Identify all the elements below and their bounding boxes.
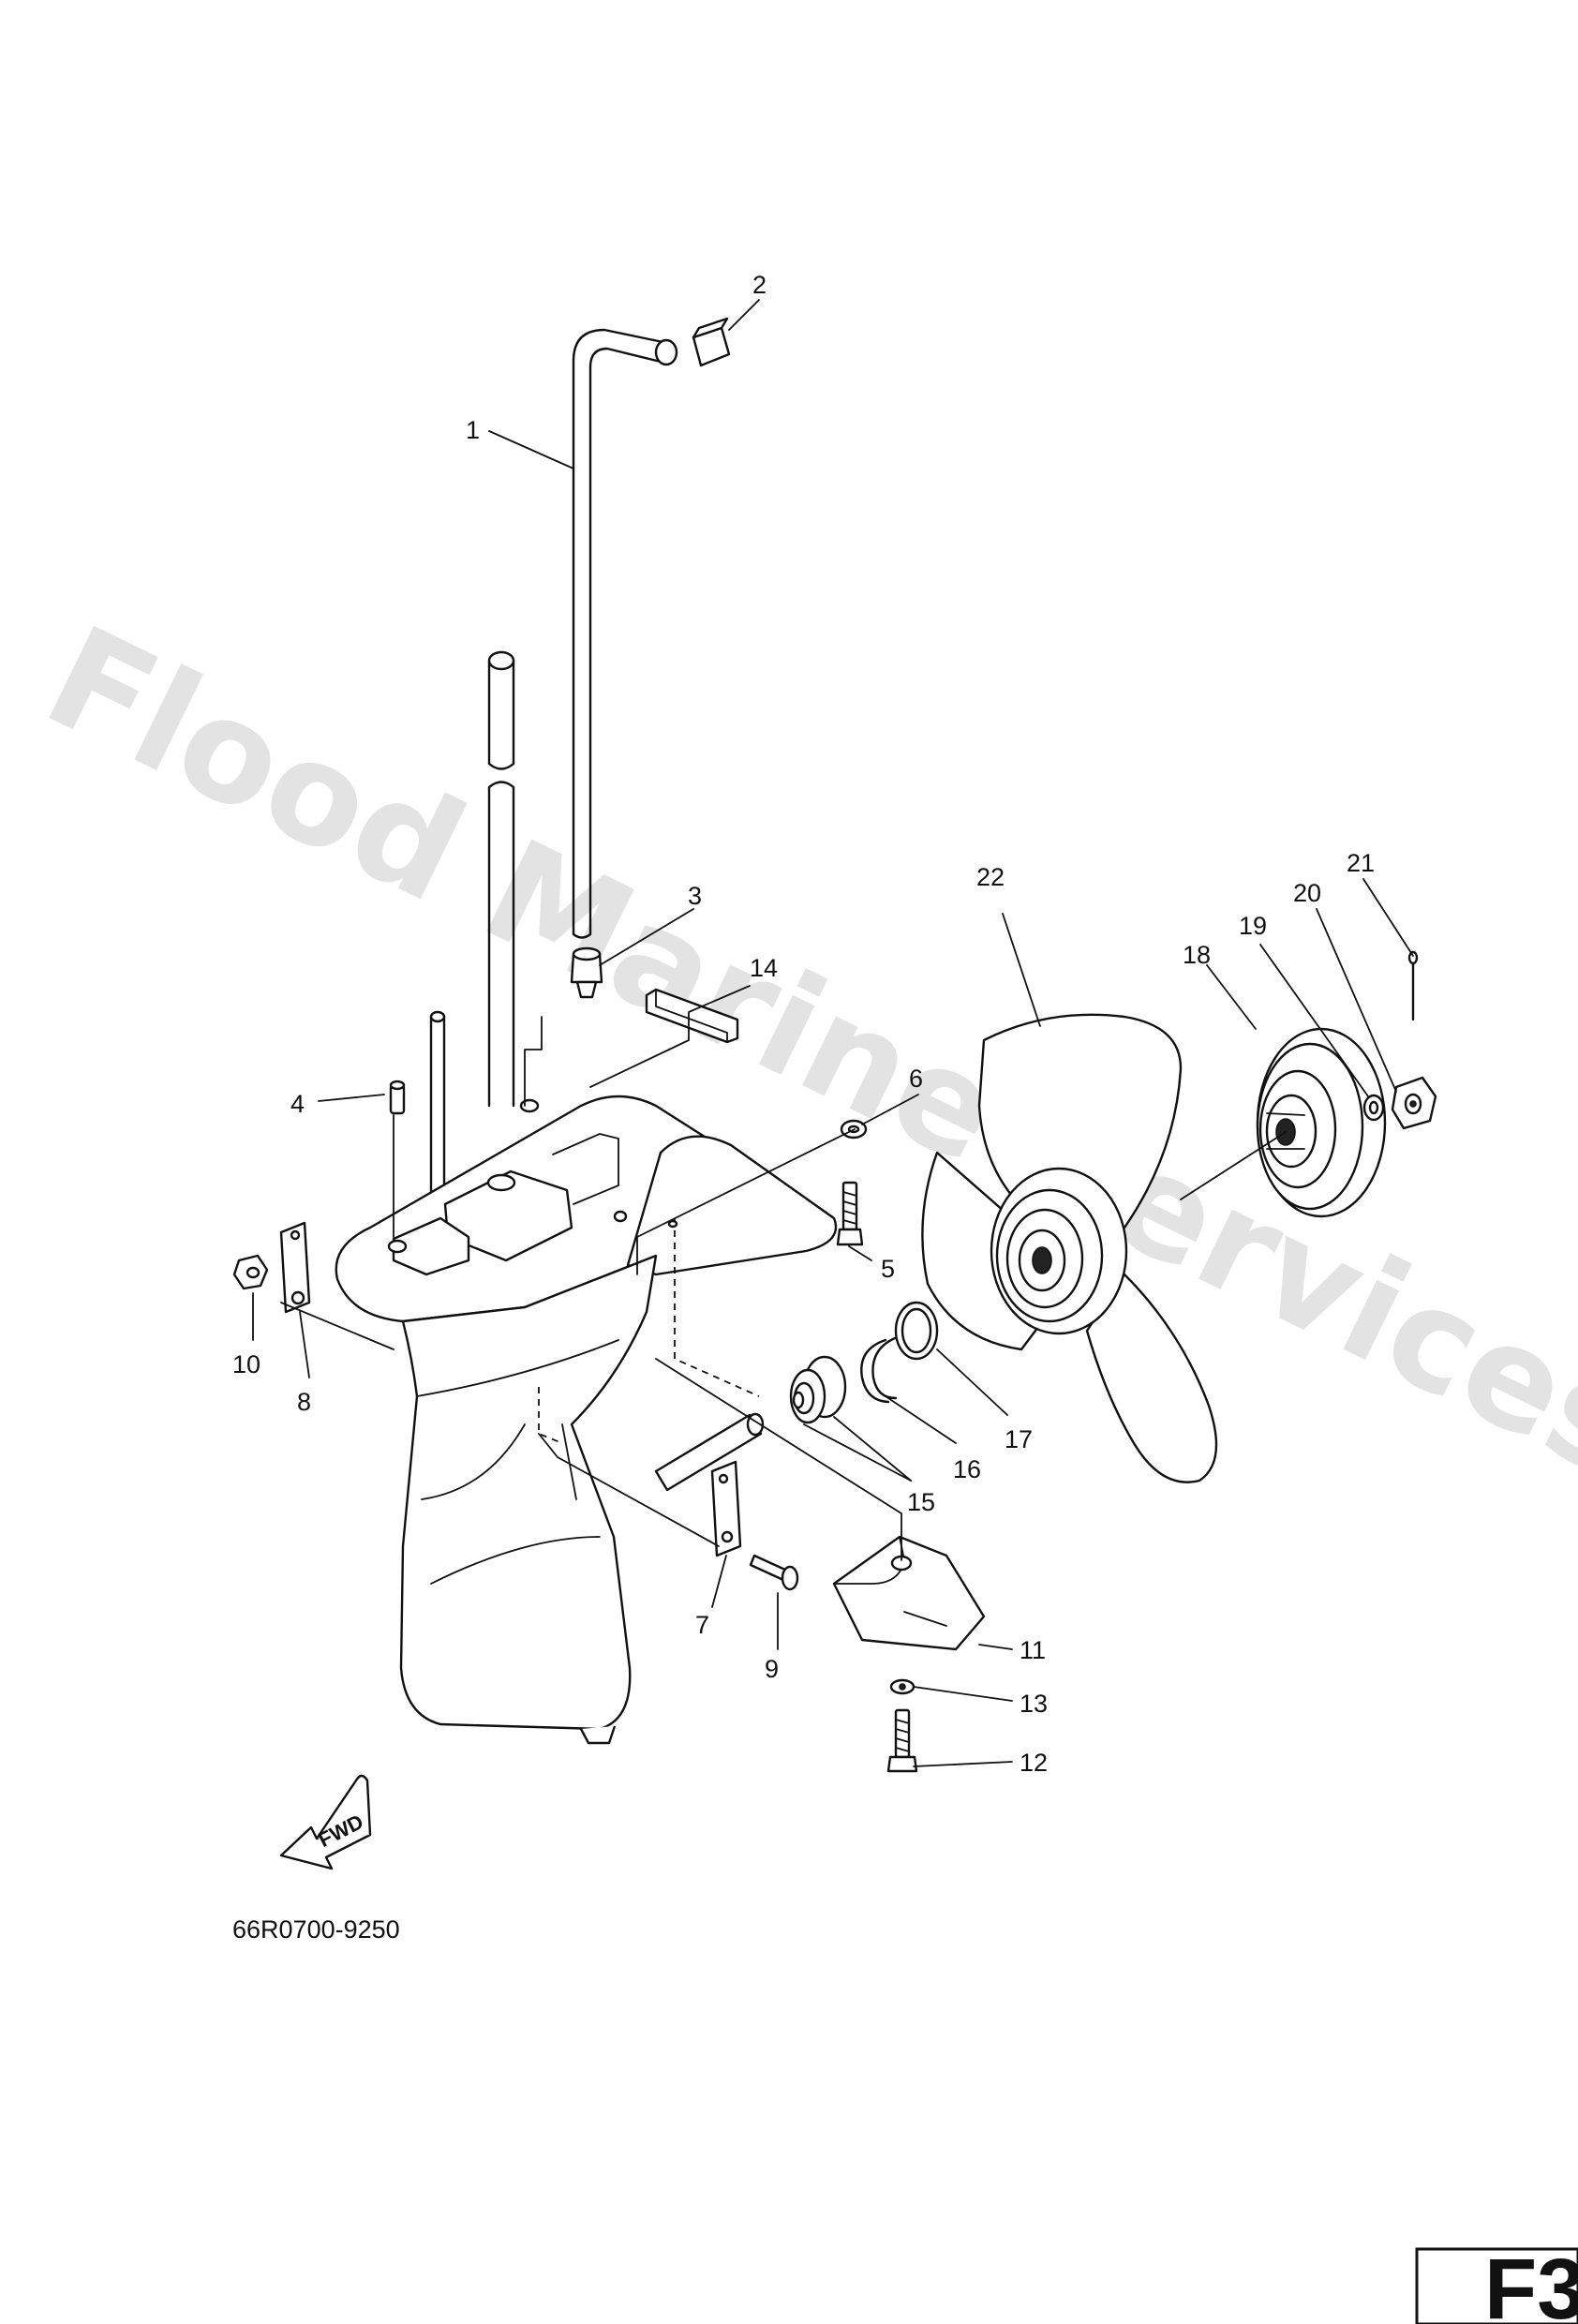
washer-13 bbox=[889, 1678, 916, 1695]
callout-4: 4 bbox=[290, 1090, 305, 1118]
diagram-code: 66R0700-9250 bbox=[232, 1915, 400, 1944]
callout-numbers: 1 2 3 4 5 6 7 8 9 10 11 12 13 14 15 16 1… bbox=[232, 271, 1375, 1777]
nut-10 bbox=[232, 1254, 269, 1290]
castle-nut-20 bbox=[1391, 1076, 1437, 1130]
grommet bbox=[692, 317, 731, 367]
screw-9 bbox=[749, 1554, 799, 1591]
callout-10: 10 bbox=[232, 1350, 261, 1378]
callout-21: 21 bbox=[1347, 849, 1375, 877]
callout-13: 13 bbox=[1020, 1690, 1048, 1718]
circlip-16 bbox=[860, 1336, 898, 1404]
callout-22: 22 bbox=[976, 863, 1005, 891]
spacer-18 bbox=[1256, 1027, 1387, 1218]
page-code: F3 bbox=[1484, 2242, 1578, 2324]
bracket-8 bbox=[279, 1221, 311, 1314]
drive-shaft bbox=[429, 650, 515, 1220]
callout-14: 14 bbox=[750, 954, 778, 982]
cotter-pin-21 bbox=[1407, 950, 1419, 1021]
page-code-box: F3 bbox=[1415, 2242, 1578, 2324]
lower-casing bbox=[335, 1095, 838, 1745]
callout-6: 6 bbox=[909, 1065, 923, 1093]
callout-3: 3 bbox=[688, 882, 702, 910]
dowel-pin bbox=[389, 1080, 406, 1115]
callout-11: 11 bbox=[1020, 1636, 1046, 1664]
anode-clip-7 bbox=[710, 1460, 742, 1557]
thrust-holder-15 bbox=[789, 1355, 847, 1424]
bolt-5 bbox=[836, 1181, 864, 1246]
callout-18: 18 bbox=[1183, 941, 1211, 969]
washer-19 bbox=[1362, 1094, 1385, 1122]
fwd-arrow-icon: FWD bbox=[279, 1774, 372, 1870]
callout-16: 16 bbox=[953, 1455, 981, 1483]
callout-1: 1 bbox=[466, 416, 480, 444]
trim-tab-11 bbox=[832, 1535, 986, 1651]
callout-5: 5 bbox=[881, 1255, 895, 1283]
callout-19: 19 bbox=[1239, 912, 1267, 940]
callout-12: 12 bbox=[1020, 1749, 1048, 1777]
leader-lines bbox=[252, 299, 1414, 1767]
water-pipe bbox=[572, 328, 678, 939]
callout-15: 15 bbox=[907, 1488, 935, 1516]
callout-20: 20 bbox=[1293, 879, 1321, 907]
callout-9: 9 bbox=[765, 1655, 779, 1683]
grommet-seal bbox=[570, 946, 603, 999]
callout-17: 17 bbox=[1005, 1425, 1033, 1453]
bolt-12 bbox=[886, 1708, 918, 1773]
callout-7: 7 bbox=[695, 1611, 709, 1639]
callout-8: 8 bbox=[297, 1388, 311, 1416]
propeller-22 bbox=[921, 1013, 1218, 1483]
o-ring-17 bbox=[894, 1301, 939, 1361]
cover-plate bbox=[645, 988, 739, 1044]
callout-2: 2 bbox=[752, 271, 767, 299]
